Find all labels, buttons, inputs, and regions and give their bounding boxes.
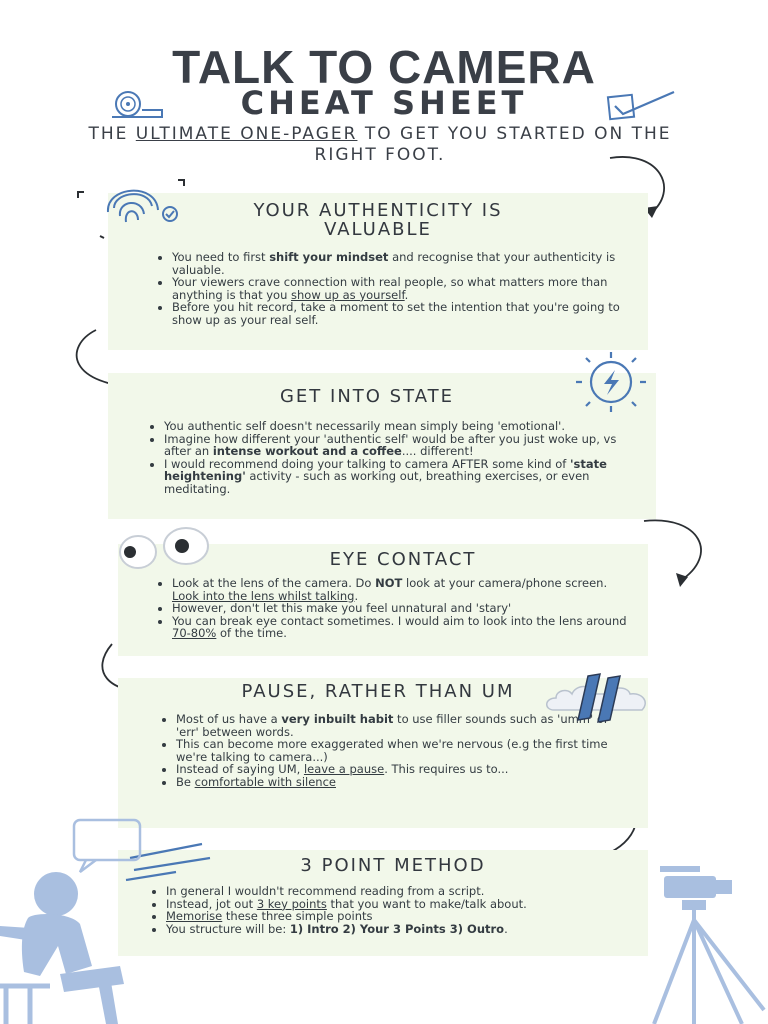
section-eye-contact: EYE CONTACT Look at the lens of the came… bbox=[118, 544, 648, 656]
list-item: Be comfortable with silence bbox=[176, 776, 628, 789]
arrow-to-section-3 bbox=[643, 519, 702, 587]
list-item: Look at the lens of the camera. Do NOT l… bbox=[172, 577, 628, 602]
bullet-list: Look at the lens of the camera. Do NOT l… bbox=[118, 569, 648, 640]
list-item: You need to first shift your mindset and… bbox=[172, 251, 628, 276]
tagline-before: THE bbox=[88, 124, 136, 144]
list-item: However, don't let this make you feel un… bbox=[172, 602, 628, 615]
page-title: TALK TO CAMERA bbox=[172, 41, 596, 93]
list-item: You structure will be: 1) Intro 2) Your … bbox=[166, 922, 628, 936]
tagline: THE ULTIMATE ONE-PAGER TO GET YOU STARTE… bbox=[80, 124, 680, 166]
list-item: Your viewers crave connection with real … bbox=[172, 276, 628, 301]
section-3-point-method: 3 POINT METHOD In general I wouldn't rec… bbox=[118, 850, 648, 956]
list-item: Imagine how different your 'authentic se… bbox=[164, 432, 636, 458]
list-item: Before you hit record, take a moment to … bbox=[172, 301, 628, 326]
lightning-bolt-icon bbox=[576, 352, 646, 412]
section-title: 3 POINT METHOD bbox=[300, 855, 486, 876]
list-item: Instead of saying UM, leave a pause. Thi… bbox=[176, 763, 628, 776]
bullet-list: Most of us have a very inbuilt habit to … bbox=[118, 701, 648, 789]
list-item: Memorise these three simple points bbox=[166, 910, 628, 923]
list-item: Instead, jot out 3 key points that you w… bbox=[166, 897, 628, 911]
sitting-person-icon bbox=[0, 818, 142, 1024]
tagline-underlined: ULTIMATE ONE-PAGER bbox=[135, 124, 358, 144]
fingerprint-icon bbox=[77, 179, 185, 239]
measuring-tape-icon bbox=[112, 91, 163, 118]
list-item: In general I wouldn't recommend reading … bbox=[166, 885, 628, 898]
section-authenticity: YOUR AUTHENTICITY IS VALUABLE You need t… bbox=[108, 193, 648, 350]
tagline-after: TO GET YOU STARTED ON THE RIGHT FOOT. bbox=[314, 124, 672, 165]
bullet-list: In general I wouldn't recommend reading … bbox=[118, 875, 648, 935]
section-state: GET INTO STATE You authentic self doesn'… bbox=[108, 373, 656, 519]
list-item: You authentic self doesn't necessarily m… bbox=[164, 420, 636, 433]
tripod-camera-icon bbox=[652, 866, 766, 1024]
list-item: You can break eye contact sometimes. I w… bbox=[172, 614, 628, 640]
section-title: YOUR AUTHENTICITY IS VALUABLE bbox=[253, 200, 503, 240]
list-item: This can become more exaggerated when we… bbox=[176, 738, 628, 763]
list-item: Most of us have a very inbuilt habit to … bbox=[176, 713, 628, 738]
notes-lines-icon bbox=[125, 842, 211, 882]
section-title: EYE CONTACT bbox=[329, 549, 477, 570]
pause-cloud-icon bbox=[546, 673, 646, 723]
googly-eyes-icon bbox=[119, 527, 209, 569]
section-title: GET INTO STATE bbox=[279, 386, 454, 407]
checkbox-icon bbox=[606, 90, 675, 121]
bullet-list: You need to first shift your mindset and… bbox=[108, 239, 648, 327]
page-subtitle: CHEAT SHEET bbox=[240, 84, 528, 122]
bullet-list: You authentic self doesn't necessarily m… bbox=[108, 406, 656, 496]
section-title: PAUSE, RATHER THAN UM bbox=[241, 681, 515, 702]
list-item: I would recommend doing your talking to … bbox=[164, 457, 636, 496]
